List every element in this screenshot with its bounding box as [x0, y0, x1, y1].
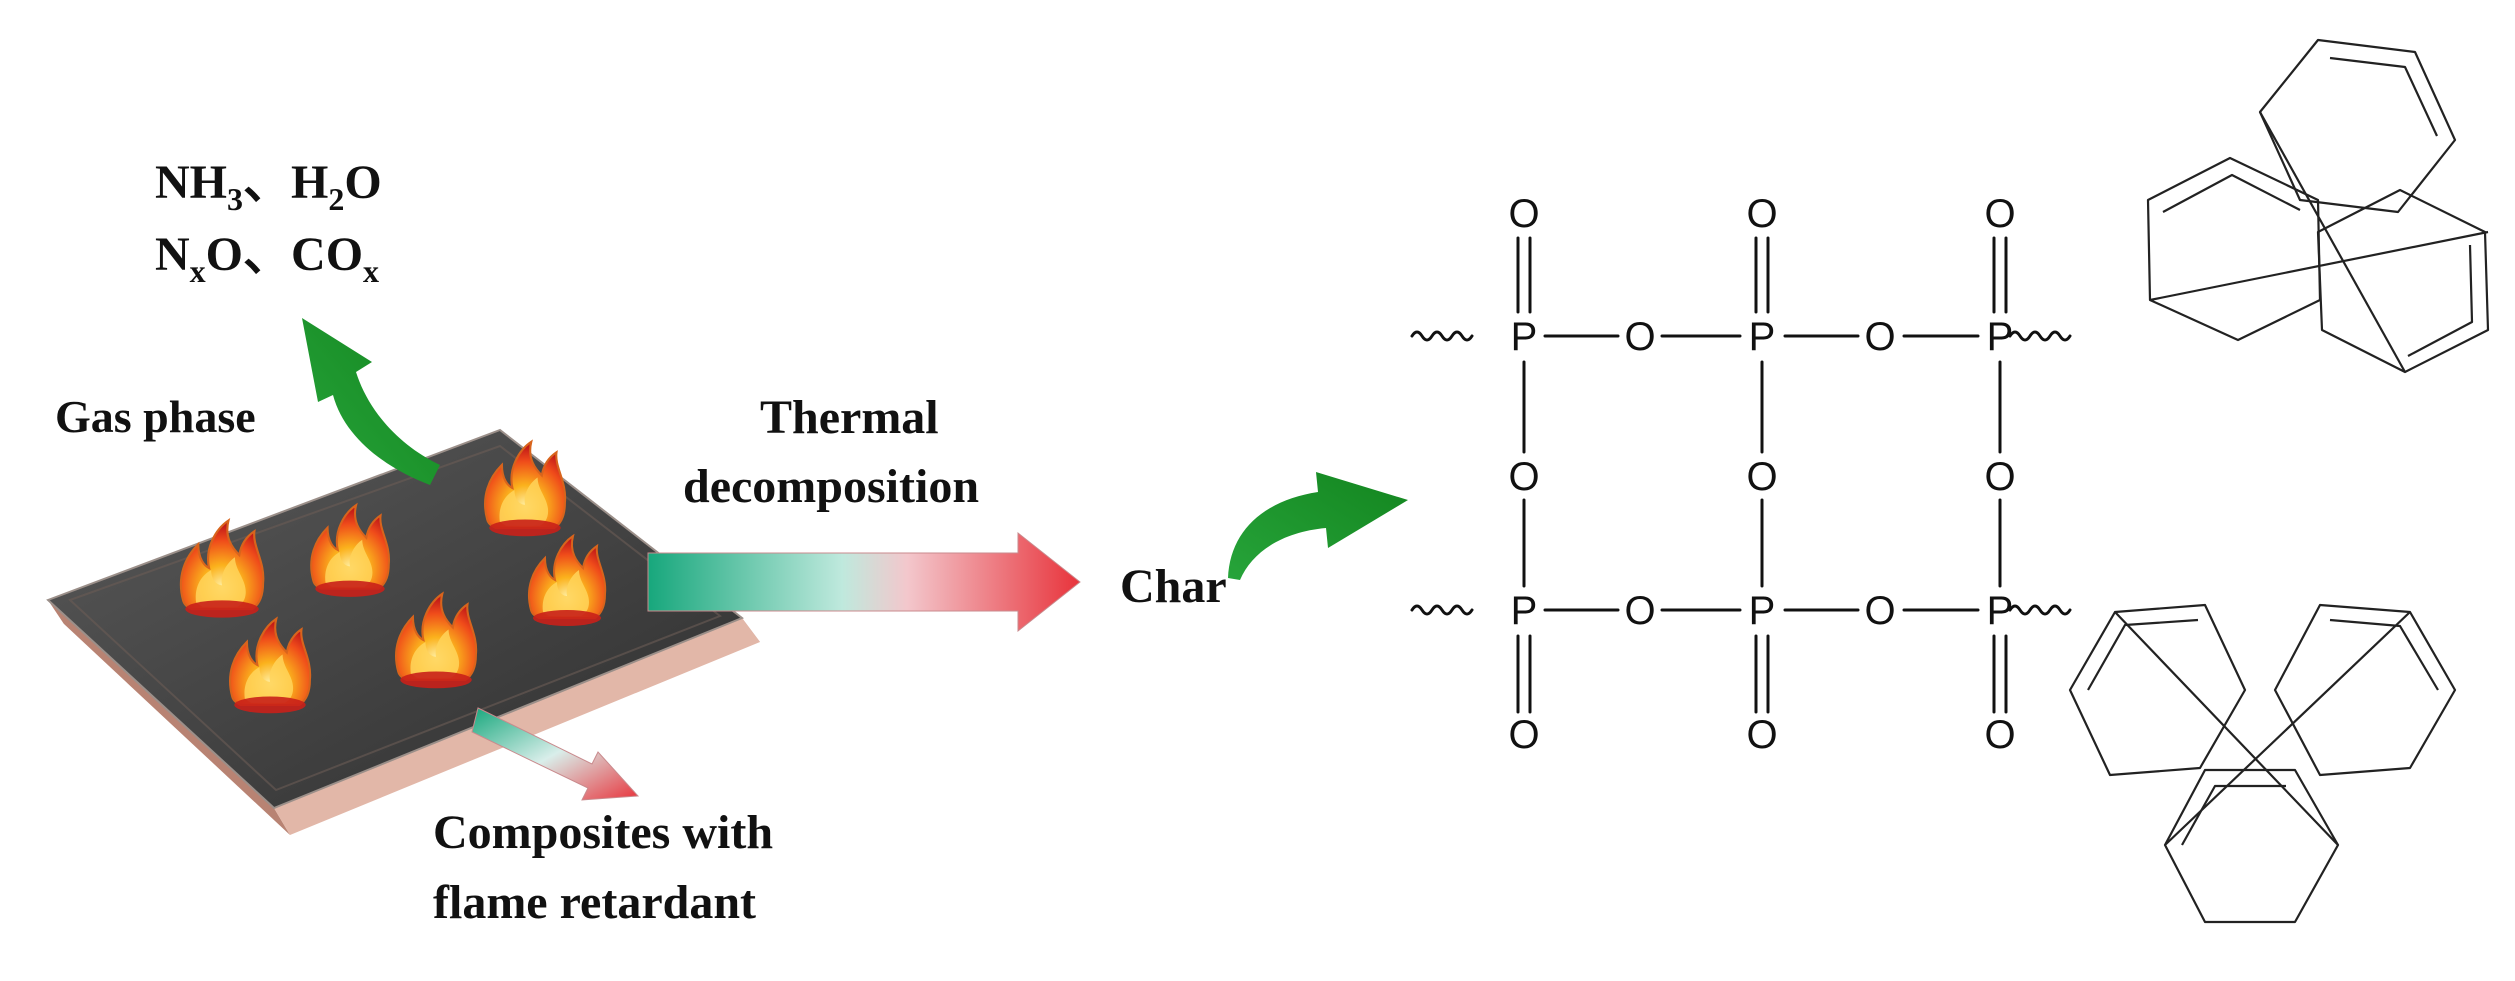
phosphorus-atom: P	[1987, 315, 2014, 359]
char-label: Char	[1120, 560, 1227, 613]
benzene-ring-icon	[2273, 603, 2457, 777]
plate-edge-left	[48, 600, 290, 835]
wavy-bond-icon	[1410, 604, 1474, 616]
oxygen-atom: O	[1984, 713, 2015, 757]
phosphorus-atom: P	[1749, 315, 1776, 359]
thermal-label-line2: decomposition	[683, 460, 979, 513]
oxygen-atom: O	[1508, 713, 1539, 757]
plate-edge-front	[274, 618, 760, 835]
wavy-bond-icon	[2008, 330, 2072, 342]
wavy-bond-icon	[2008, 604, 2072, 616]
composites-label-line2: flame retardant	[433, 876, 756, 929]
phosphorus-atom: P	[1749, 589, 1776, 633]
oxygen-atom: O	[1508, 192, 1539, 236]
oxygen-atom: O	[1746, 192, 1777, 236]
benzene-ring-icon	[2068, 603, 2247, 777]
composite-plate	[46, 428, 760, 835]
oxygen-atom: O	[1984, 192, 2015, 236]
oxygen-atom: O	[1508, 455, 1539, 499]
plate-top-surface	[46, 428, 744, 810]
oxygen-atom: O	[1624, 589, 1655, 633]
oxygen-atom: O	[1746, 713, 1777, 757]
gas-phase-label: Gas phase	[55, 391, 256, 442]
thermal-decomposition-arrow-icon	[647, 531, 1081, 633]
flame-icon	[179, 519, 265, 619]
aromatic-rings-bottom	[2068, 603, 2457, 924]
oxygen-atom: O	[1864, 315, 1895, 359]
oxygen-atom: O	[1624, 315, 1655, 359]
composites-label-line1: Composites with	[433, 806, 773, 859]
phosphorus-atom: P	[1987, 589, 2014, 633]
composites-arrow-icon	[471, 707, 640, 801]
char-arrow-icon	[1228, 472, 1408, 580]
gas-products-line1: NH3、H2O	[155, 156, 382, 217]
thermal-label-line1: Thermal	[760, 391, 939, 444]
gas-products-line2: NxO、COx	[155, 228, 379, 289]
benzene-ring-icon	[2163, 768, 2340, 924]
phosphorus-atom: P	[1511, 589, 1538, 633]
wavy-bond-icon	[1410, 330, 1474, 342]
oxygen-atom: O	[1984, 455, 2015, 499]
aromatic-rings-top	[2146, 38, 2490, 374]
phosphorus-atom: P	[1511, 315, 1538, 359]
oxygen-atom: O	[1746, 455, 1777, 499]
phosphate-network-structure: O O O P O P O P O O O P O P O P O O O	[1410, 192, 2072, 757]
benzene-ring-icon	[2316, 188, 2490, 374]
oxygen-atom: O	[1864, 589, 1895, 633]
gas-phase-arrow-icon	[302, 318, 440, 485]
